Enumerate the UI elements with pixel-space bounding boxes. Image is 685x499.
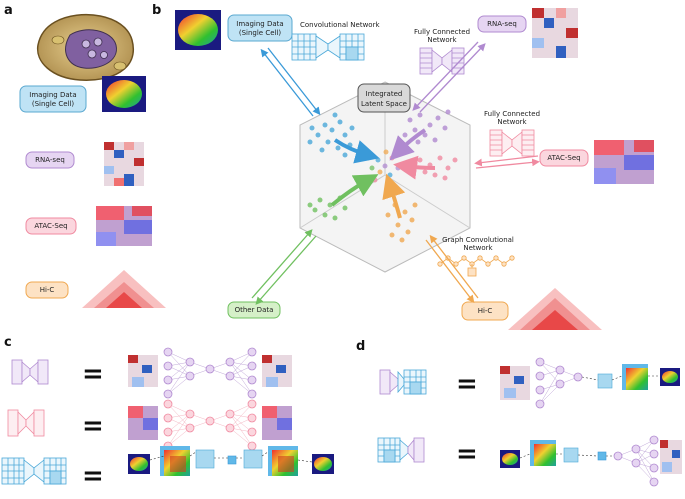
pill-imaging-a [19, 85, 87, 113]
pill-imaging-a-label: Imaging Data [29, 91, 76, 99]
latent-space-label-1: Integrated [366, 90, 403, 98]
rna-heatmap-b [532, 8, 578, 58]
eq-c-3: = [82, 461, 104, 491]
arrow-hic-cluster [382, 173, 406, 219]
gcn-label-1: Graph Convolutional [442, 236, 514, 244]
panel-letter-c: c [4, 335, 12, 350]
panel-b: Integrated Latent Space [175, 8, 654, 330]
gcn-icon-b [437, 255, 515, 277]
panel-letter-b: b [152, 3, 161, 18]
eq-c-2: = [82, 411, 104, 441]
atac-autoencoder-c [128, 399, 292, 451]
conv-to-rna-icon-d [377, 437, 425, 463]
cluster-imaging [307, 112, 355, 158]
pill-rna-b [477, 15, 527, 33]
imaging-thumb-a [102, 76, 146, 112]
rna-to-conv-icon-d [379, 369, 427, 395]
panel-a: Imaging Data (Single Cell) RNA-seq ATAC-… [19, 13, 166, 308]
cluster-hic [385, 202, 418, 243]
latent-space-label-2: Latent Space [361, 100, 407, 108]
rna-autoencoder-c [128, 347, 292, 399]
hic-triangle-a [82, 270, 166, 308]
pill-atac-a-label: ATAC-Seq [34, 222, 67, 230]
pill-imaging-b-sub: (Single Cell) [239, 29, 282, 37]
fc-net-2-label-2: Network [497, 118, 527, 126]
fc-net-icon-atac-b [489, 129, 535, 157]
latent-space-box [357, 83, 411, 113]
eq-c-1: = [82, 359, 104, 389]
pill-other-b-label: Other Data [235, 306, 274, 314]
arrow-atac-cluster [393, 155, 436, 180]
arrow-imaging-cluster [333, 138, 380, 164]
pill-hic-a-label: Hi-C [40, 286, 55, 294]
arrow-rna-link [412, 41, 486, 113]
arrow-atac-link [474, 155, 540, 169]
fc-net-1-label-2: Network [427, 36, 457, 44]
atac-heatmap-b [594, 140, 654, 184]
panel-letter-a: a [4, 3, 13, 18]
arrow-other-cluster [330, 174, 379, 207]
conv-autoencoder-c [128, 446, 334, 476]
arrow-other-link [251, 229, 317, 305]
pill-imaging-a-sub: (Single Cell) [32, 100, 75, 108]
pill-rna-a [25, 151, 75, 169]
fc-net-icon-atac-c [7, 409, 45, 437]
fc-net-2-label-1: Fully Connected [484, 110, 540, 118]
pill-hic-b [461, 301, 509, 321]
imaging-thumb-b [175, 10, 221, 50]
pill-imaging-b [227, 14, 293, 42]
pill-atac-a [25, 217, 77, 235]
arrow-imaging-link [260, 47, 321, 117]
conv-net-label: Convolutional Network [300, 21, 380, 29]
cell-illustration [36, 13, 135, 81]
cluster-rna [402, 109, 451, 145]
pill-imaging-b-label: Imaging Data [236, 20, 283, 28]
arrow-rna-cluster [389, 128, 427, 161]
pill-atac-b [539, 149, 589, 167]
gcn-label-2: Network [463, 244, 493, 252]
pill-rna-b-label: RNA-seq [487, 20, 517, 28]
fc-net-1-label-1: Fully Connected [414, 28, 470, 36]
eq-d-2: = [456, 439, 478, 469]
fc-net-icon-rna-b [419, 47, 465, 75]
image-to-rna-d [500, 435, 682, 487]
rna-to-image-d [500, 357, 680, 409]
pill-hic-a [25, 281, 69, 299]
panel-letter-d: d [356, 339, 365, 354]
panel-d: = [377, 357, 682, 487]
pill-other-b [227, 301, 281, 319]
conv-net-icon-c [1, 457, 67, 485]
cluster-other [307, 195, 348, 221]
pill-rna-a-label: RNA-seq [35, 156, 65, 164]
panel-c: = [1, 347, 334, 491]
atac-heatmap-a [96, 206, 152, 246]
arrow-hic-link [425, 234, 479, 304]
pill-hic-b-label: Hi-C [478, 307, 493, 315]
hic-triangle-b [508, 288, 602, 330]
rna-heatmap-a [104, 142, 144, 186]
conv-net-icon-b [291, 33, 365, 61]
fc-net-icon-rna-c [11, 359, 49, 385]
eq-d-1: = [456, 369, 478, 399]
pill-atac-b-label: ATAC-Seq [547, 154, 580, 162]
